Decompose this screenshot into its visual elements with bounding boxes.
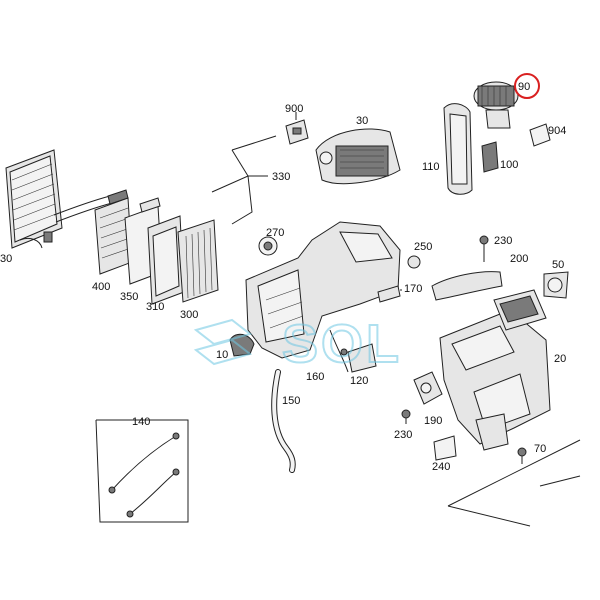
part-50	[543, 271, 569, 299]
callout-270: 270	[266, 227, 284, 239]
screw-70	[517, 447, 527, 464]
callout-230a: 230	[494, 235, 512, 247]
callout-160: 160	[306, 371, 324, 383]
callout-330: 330	[272, 171, 290, 183]
screw-230-bottom	[401, 409, 411, 424]
callout-900: 900	[285, 103, 303, 115]
part-900	[285, 112, 309, 145]
filter-310-part	[147, 215, 185, 305]
screw-230-top	[479, 235, 489, 262]
callout-190: 190	[424, 415, 442, 427]
filter-300-part	[177, 219, 219, 303]
part-170	[377, 285, 402, 303]
callout-400: 400	[92, 281, 110, 293]
part-160	[329, 329, 349, 373]
frame-lines	[447, 439, 581, 527]
blower-motor-90	[473, 81, 519, 129]
callout-170: 170	[404, 283, 422, 295]
part-120	[347, 343, 377, 373]
main-housing-10	[229, 221, 401, 359]
blower-housing-110	[443, 103, 473, 195]
callout-230b: 230	[394, 429, 412, 441]
actuator-190	[413, 371, 443, 405]
watermark-logo	[193, 318, 253, 366]
callout-240: 240	[432, 461, 450, 473]
callout-200: 200	[510, 253, 528, 265]
inset-140	[95, 419, 189, 523]
drain-hose-150	[271, 369, 296, 473]
part-240	[433, 435, 457, 461]
watermark-text: SOL	[282, 314, 402, 374]
part-250	[407, 255, 421, 269]
heater-core-part	[5, 149, 113, 249]
callout-300: 300	[180, 309, 198, 321]
callout-350: 350	[120, 291, 138, 303]
callout-20: 20	[554, 353, 566, 365]
duct-module-30	[315, 128, 401, 185]
callout-120: 120	[350, 375, 368, 387]
callout-110: 110	[422, 161, 440, 173]
leader-330	[211, 135, 277, 225]
distribution-module-20	[439, 289, 551, 451]
callout-30a: 30	[356, 115, 368, 127]
callout-100: 100	[500, 159, 518, 171]
callout-140: 140	[132, 416, 150, 428]
callout-250: 250	[414, 241, 432, 253]
callout-10: 10	[216, 349, 228, 361]
callout-90: 90	[518, 81, 530, 93]
resistor-100	[481, 141, 499, 173]
callout-310: 310	[146, 301, 164, 313]
callout-150: 150	[282, 395, 300, 407]
part-904	[529, 123, 551, 147]
callout-50: 50	[552, 259, 564, 271]
callout-30b: 30	[0, 253, 12, 265]
highlight-circle-90	[514, 73, 540, 99]
bracket-200	[431, 271, 503, 301]
callout-904: 904	[548, 125, 566, 137]
callout-70: 70	[534, 443, 546, 455]
